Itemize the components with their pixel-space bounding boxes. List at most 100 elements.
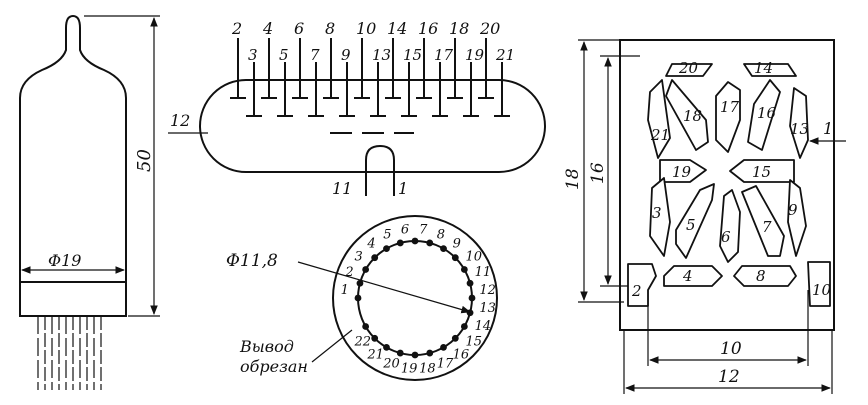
base-pin-dot — [354, 294, 362, 302]
base-pin-dot — [440, 245, 447, 253]
segment-label: 17 — [720, 98, 740, 116]
upper-pin-label: 16 — [418, 19, 438, 38]
segment-label: 8 — [756, 267, 766, 285]
tube-outline — [19, 14, 127, 317]
base-pin-dot — [411, 237, 419, 245]
base-outer-circle — [332, 215, 498, 381]
segment-label: 19 — [672, 163, 692, 181]
base-pin-label: 15 — [466, 335, 483, 350]
segment-label: 6 — [721, 228, 731, 246]
base-pin-label: 17 — [437, 357, 454, 372]
lower-pin-label: 19 — [465, 46, 485, 64]
segment-shape — [733, 265, 797, 287]
segment-shape — [789, 87, 809, 159]
pin-12-label: 12 — [170, 111, 190, 130]
cut-lead-note-line1: Вывод — [239, 337, 294, 356]
base-pin-dot — [466, 279, 474, 287]
base-pin-label: 18 — [419, 361, 436, 376]
base-pin-dot — [383, 343, 390, 351]
base-pin-dot — [411, 351, 419, 359]
base-pin-label: 16 — [453, 348, 470, 363]
upper-pin-label: 18 — [449, 19, 469, 38]
base-pin-label: 7 — [419, 223, 428, 238]
lower-pin-label: 7 — [310, 46, 320, 64]
base-pin-label: 5 — [383, 227, 391, 242]
upper-pin-label: 2 — [231, 19, 242, 38]
tube-height-label: 50 — [134, 149, 155, 172]
segment-shape — [627, 263, 657, 307]
upper-pin-label: 20 — [479, 19, 500, 38]
segment-shape — [659, 159, 707, 183]
display-outer-height-label: 18 — [563, 168, 583, 190]
segment-shape — [741, 185, 785, 257]
segment-shape — [663, 265, 723, 287]
segment-label: 20 — [678, 59, 699, 77]
segment-shape — [807, 261, 831, 307]
cut-lead-note-line2: обрезан — [240, 357, 308, 376]
base-pin-dot — [396, 239, 404, 247]
display-outer-width-label: 12 — [718, 367, 740, 387]
base-pin-dot — [451, 334, 459, 342]
tube-envelope — [199, 79, 546, 173]
bottom-pin-11-label: 11 — [332, 179, 352, 198]
lower-pin-label: 21 — [495, 46, 515, 64]
base-pin-label: 11 — [475, 265, 492, 280]
segment-label: 18 — [683, 107, 702, 125]
segment-shape — [747, 79, 781, 151]
lower-pin-label: 9 — [341, 46, 351, 64]
base-pin-dot — [426, 239, 434, 247]
lower-pin-label: 13 — [372, 46, 391, 64]
base-pin-dot — [451, 254, 459, 262]
segment-shape — [743, 63, 797, 77]
base-diameter-leader — [297, 261, 471, 314]
base-pin-label: 3 — [354, 249, 362, 264]
bottom-loop — [365, 144, 395, 172]
segment-label: 5 — [686, 216, 696, 234]
base-pin-label: 2 — [344, 265, 353, 280]
base-pin-dot — [362, 266, 370, 273]
upper-pin-label: 14 — [387, 19, 407, 38]
base-pin-label: 1 — [341, 283, 349, 298]
base-pin-dot — [440, 343, 447, 351]
base-diameter-label: Φ11,8 — [226, 251, 278, 271]
segment-shape — [675, 183, 715, 259]
base-pin-label: 10 — [466, 249, 483, 264]
segment-label: 10 — [812, 281, 832, 299]
segment-shape — [729, 159, 795, 183]
segment-shape — [647, 79, 671, 159]
segment-label: 21 — [650, 126, 670, 144]
base-pin-dot — [383, 245, 390, 253]
base-pin-label: 20 — [382, 357, 400, 372]
base-pin-label: 4 — [366, 236, 375, 251]
base-pin-label: 13 — [479, 301, 496, 316]
cut-lead-leader — [311, 329, 353, 363]
base-pin-label: 22 — [353, 335, 371, 350]
segment-label: 3 — [652, 204, 662, 222]
upper-pin-label: 4 — [262, 19, 273, 38]
segment-shape — [715, 81, 741, 153]
lower-pin-label: 15 — [403, 46, 422, 64]
base-pin-dot — [371, 254, 379, 262]
bottom-pin-1-label: 1 — [398, 179, 408, 198]
tube-side-view: Φ19 50 — [19, 14, 160, 390]
base-pin-dot — [356, 279, 364, 287]
segment-shape — [719, 189, 741, 263]
display-inner-height-label: 16 — [588, 162, 608, 184]
base-pin-label: 14 — [475, 319, 492, 334]
base-pin-label: 19 — [401, 361, 418, 376]
base-pin-dot — [468, 294, 476, 302]
base-pin-dot — [460, 266, 468, 273]
display-inner-width-label: 10 — [720, 339, 742, 359]
segment-label: 14 — [754, 59, 773, 77]
base-pin-label: 8 — [437, 227, 445, 242]
segment-shape — [787, 179, 807, 257]
segment-label: 2 — [631, 282, 642, 300]
base-pin-label: 21 — [366, 348, 384, 363]
base-pin-dot — [426, 349, 434, 357]
